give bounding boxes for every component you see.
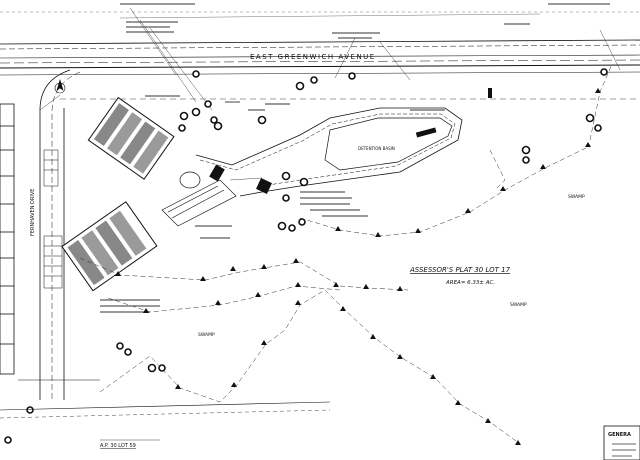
road-east-greenwich-avenue [0,11,640,100]
riprap-hatch-icon [209,88,492,194]
basin-label: DETENTION BASIN [358,146,395,151]
swamp-label: SWAMP [198,332,215,338]
adjoining-lot-label: A.P. 30 LOT 59 [100,443,136,449]
parking-stalls [43,149,63,289]
tree-symbol-icon [4,68,608,444]
building-cluster-north [87,96,175,180]
lot-area: AREA= 6.33± AC. [445,280,495,286]
leader-lines [39,7,621,181]
lot-label: ASSESSOR'S PLAT 30 LOT 17 [409,266,511,274]
building-cluster-south [61,201,158,292]
site-driveway [195,107,463,197]
south-property-line [0,401,331,441]
detention-basin [324,117,453,171]
parking-lot [161,171,237,227]
wetland-flag-icon [115,88,601,445]
legend-title: GENERA [608,432,631,438]
left-building-strip [0,103,15,375]
side-street-label: FERNHAVEN DRIVE [30,189,36,236]
north-arrow-icon [54,78,66,94]
fernhaven-drive [18,69,100,400]
note-blocks [100,3,610,313]
legend-box [603,425,640,460]
swamp-label: SWAMP [568,194,585,200]
swamp-label: SWAMP [510,302,527,308]
street-label: EAST GREENWICH AVENUE [250,53,376,61]
